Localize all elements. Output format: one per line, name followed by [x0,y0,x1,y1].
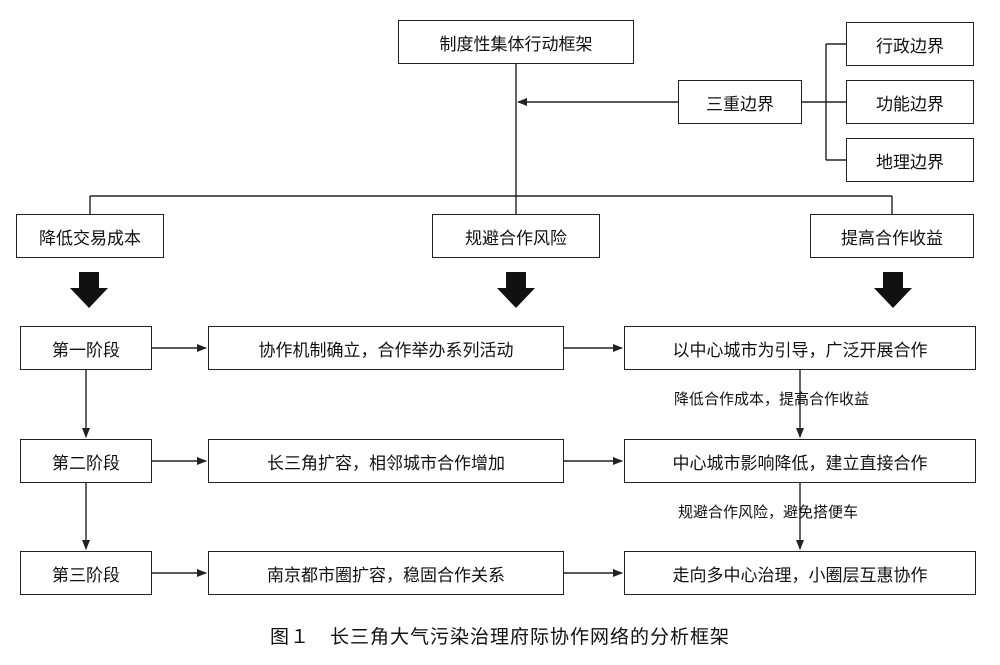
stage-2-box: 第二阶段 [20,439,152,483]
administrative-boundary-label: 行政边界 [876,36,944,57]
goal-increase-benefit-box: 提高合作收益 [810,214,974,258]
geographic-boundary-box: 地理边界 [846,138,974,182]
action-2-label: 长三角扩容，相邻城市合作增加 [267,453,505,474]
goal-increase-benefit-label: 提高合作收益 [841,228,943,249]
action-3-box: 南京都市圈扩容，稳固合作关系 [208,551,564,595]
outcome-1-label: 以中心城市为引导，广泛开展合作 [672,340,928,361]
goal2-down-arrow [497,272,535,308]
outcome-2-box: 中心城市影响降低，建立直接合作 [624,439,976,483]
goal-avoid-risk-label: 规避合作风险 [465,228,567,249]
goal-reduce-cost-box: 降低交易成本 [16,214,164,258]
action-1-box: 协作机制确立，合作举办系列活动 [208,326,564,370]
goal-avoid-risk-box: 规避合作风险 [432,214,600,258]
functional-boundary-label: 功能边界 [876,94,944,115]
goal-reduce-cost-label: 降低交易成本 [39,228,141,249]
triple-boundary-label: 三重边界 [706,94,774,115]
triple-boundary-box: 三重边界 [678,80,802,124]
action-3-label: 南京都市圈扩容，稳固合作关系 [267,565,505,586]
framework-box: 制度性集体行动框架 [398,20,634,64]
transition-1-label: 降低合作成本，提高合作收益 [674,390,870,408]
geographic-boundary-label: 地理边界 [876,152,944,173]
outcome-2-label: 中心城市影响降低，建立直接合作 [672,453,928,474]
stage-1-box: 第一阶段 [20,326,152,370]
goal3-down-arrow [874,272,912,308]
outcome-1-box: 以中心城市为引导，广泛开展合作 [624,326,976,370]
framework-label: 制度性集体行动框架 [439,34,593,55]
stage-2-label: 第二阶段 [52,453,120,474]
stage-3-box: 第三阶段 [20,551,152,595]
figure-caption: 图１ 长三角大气污染治理府际协作网络的分析框架 [269,626,730,648]
outcome-3-box: 走向多中心治理，小圈层互惠协作 [624,551,976,595]
stage-1-label: 第一阶段 [52,340,120,361]
action-1-label: 协作机制确立，合作举办系列活动 [258,340,514,361]
functional-boundary-box: 功能边界 [846,80,974,124]
stage-3-label: 第三阶段 [52,565,120,586]
action-2-box: 长三角扩容，相邻城市合作增加 [208,439,564,483]
transition-2-label: 规避合作风险，避免搭便车 [678,503,859,521]
goal1-down-arrow [70,272,108,308]
administrative-boundary-box: 行政边界 [846,22,974,66]
outcome-3-label: 走向多中心治理，小圈层互惠协作 [672,565,928,586]
